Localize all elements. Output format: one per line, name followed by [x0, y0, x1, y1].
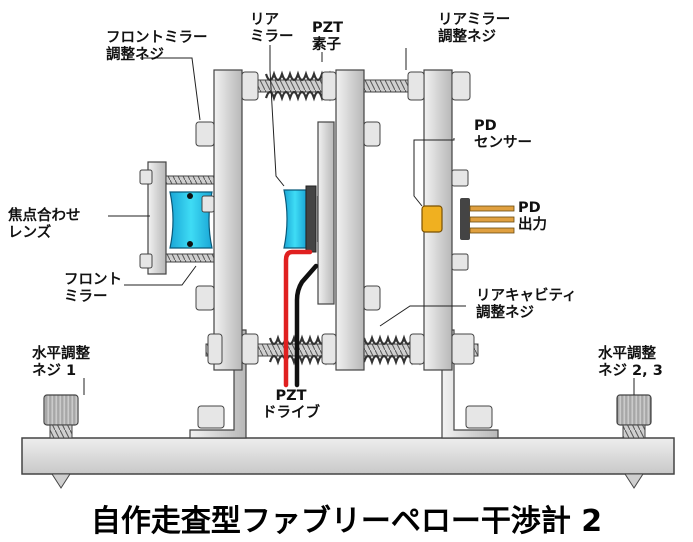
label-pd-output: PD 出力 [518, 200, 547, 233]
front-plate-nuts [207, 71, 259, 365]
leveling-screw-1 [43, 394, 79, 489]
pd-sensor [421, 198, 470, 240]
label-leveling-screw-1: 水平調整 ネジ 1 [32, 346, 90, 379]
label-front-mirror-adjust-screw: フロントミラー 調整ネジ [106, 30, 208, 63]
page-title: 自作走査型ファブリーペロー干渉計 2 [90, 504, 603, 539]
leader-lines [83, 45, 635, 395]
pd-output-pins [469, 205, 515, 234]
label-front-mirror: フロント ミラー [64, 272, 122, 305]
label-pzt-drive: PZT ドライブ [262, 388, 320, 421]
rear-mirror [283, 189, 307, 249]
label-rear-mirror: リア ミラー [250, 12, 294, 45]
front-plate [195, 69, 243, 371]
leveling-screw-2 [616, 394, 652, 489]
label-leveling-screw-2-3: 水平調整 ネジ 2, 3 [598, 346, 663, 379]
label-pd-sensor: PD センサー [474, 118, 532, 151]
label-rear-mirror-adjust-screw: リアミラー 調整ネジ [438, 12, 511, 45]
label-rear-cavity-adjust-screw: リアキャビティ 調整ネジ [476, 288, 577, 321]
pzt-drive-wires [283, 249, 319, 388]
label-pzt-element: PZT 素子 [312, 20, 344, 53]
label-focus-lens: 焦点合わせ レンズ [8, 208, 81, 241]
base-plate [21, 437, 675, 475]
lens-holder [139, 161, 215, 275]
rear-cavity-plate [317, 69, 381, 371]
